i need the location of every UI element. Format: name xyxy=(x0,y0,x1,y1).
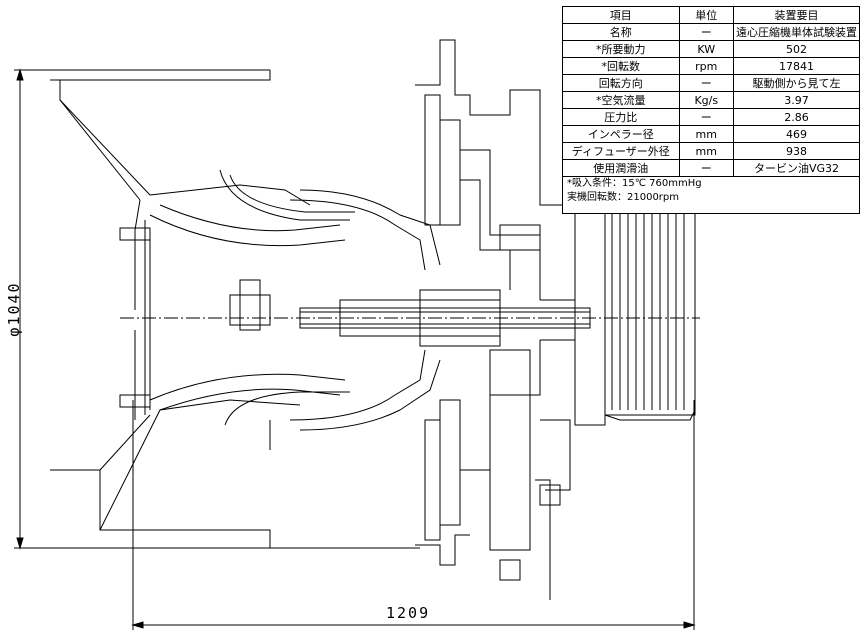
spec-value: 2.86 xyxy=(732,108,861,126)
spec-value: 938 xyxy=(732,142,861,160)
spec-value: 駆動側から見て左 xyxy=(732,74,861,92)
spec-item: インペラー径 xyxy=(562,125,680,143)
spec-item: *空気流量 xyxy=(562,91,680,109)
note-intake-condition: *吸入条件：15℃ 760mmHg xyxy=(567,178,702,189)
spec-item: 回転方向 xyxy=(562,74,680,92)
spec-item: *所要動力 xyxy=(562,40,680,58)
support-bracket xyxy=(119,227,575,408)
header-unit: 単位 xyxy=(678,6,734,24)
spec-unit: rpm xyxy=(678,57,734,75)
spec-item: ディフューザー外径 xyxy=(562,142,680,160)
spec-notes-row: *吸入条件：15℃ 760mmHg 実機回転数：21000rpm xyxy=(562,176,860,214)
overall-length-label: 1209 xyxy=(386,604,431,622)
spec-value: 469 xyxy=(732,125,861,143)
spec-row: 名称ー遠心圧縮機単体試験装置 xyxy=(562,23,861,41)
impeller-lower xyxy=(149,349,441,450)
spec-row: 回転方向ー駆動側から見て左 xyxy=(562,74,861,92)
spec-unit: mm xyxy=(678,142,734,160)
spec-value: 3.97 xyxy=(732,91,861,109)
diameter-dimension-line xyxy=(14,68,420,550)
flexible-coupling-discs xyxy=(604,199,696,421)
spec-row: 使用潤滑油ータービン油VG32 xyxy=(562,159,861,177)
header-spec: 装置要目 xyxy=(732,6,861,24)
spec-value: 17841 xyxy=(732,57,861,75)
note-actual-speed: 実機回転数：21000rpm xyxy=(567,192,680,203)
spec-value: 502 xyxy=(732,40,861,58)
spec-unit: ー xyxy=(678,74,734,92)
spec-unit: ー xyxy=(678,108,734,126)
rotor-shaft xyxy=(299,289,591,347)
spec-table-header: 項目 単位 装置要目 xyxy=(562,6,861,24)
length-dimension-line xyxy=(131,400,696,630)
diffuser-casing-upper xyxy=(415,39,570,300)
spec-item: *回転数 xyxy=(562,57,680,75)
spec-unit: ー xyxy=(678,23,734,41)
header-item: 項目 xyxy=(562,6,680,24)
spec-item: 圧力比 xyxy=(562,108,680,126)
spec-item: 使用潤滑油 xyxy=(562,159,680,177)
spec-unit: KW xyxy=(678,40,734,58)
inlet-casing xyxy=(50,70,311,548)
impeller-upper xyxy=(149,169,441,331)
spec-value: タービン油VG32 xyxy=(732,159,861,177)
diameter-label: φ1040 xyxy=(5,281,23,337)
spec-notes: *吸入条件：15℃ 760mmHg 実機回転数：21000rpm xyxy=(562,176,860,214)
spec-item: 名称 xyxy=(562,23,680,41)
spec-unit: ー xyxy=(678,159,734,177)
spec-value: 遠心圧縮機単体試験装置 xyxy=(732,23,861,41)
coupling-hub xyxy=(574,194,696,426)
spec-unit: mm xyxy=(678,125,734,143)
spec-unit: Kg/s xyxy=(678,91,734,109)
diffuser-casing-lower xyxy=(415,340,571,600)
